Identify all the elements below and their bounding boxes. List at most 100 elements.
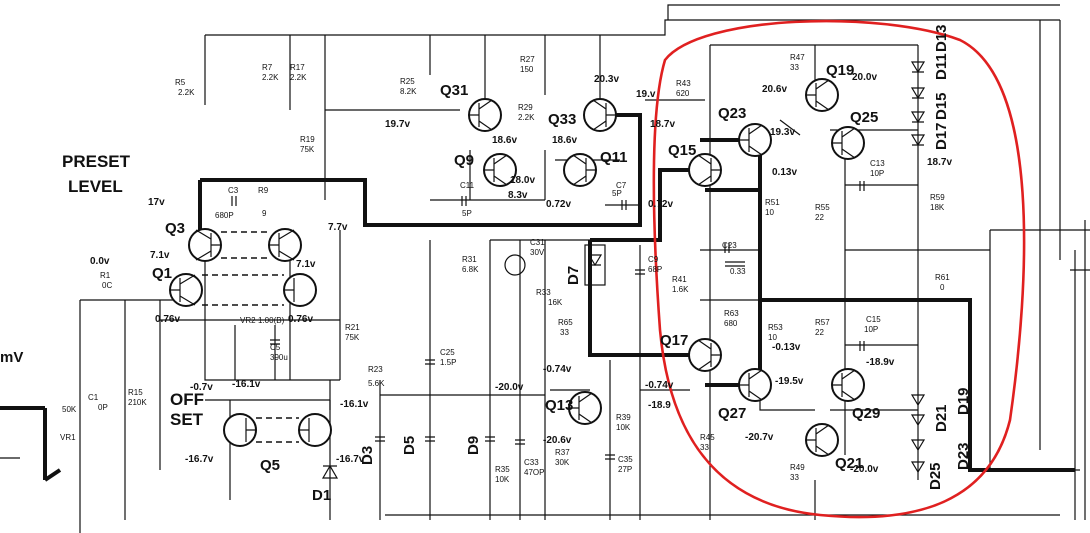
components-vr2v-label: 1.00(B) <box>258 316 285 325</box>
voltages-v161b-label: -16.1v <box>340 399 369 410</box>
components-r55v-label: 22 <box>815 213 824 222</box>
components-c31v-label: 30V <box>530 248 545 257</box>
offset-label-2: SET <box>170 410 204 429</box>
components-r49v-label: 33 <box>790 473 799 482</box>
voltages-v77-label: 7.7v <box>328 222 348 233</box>
transistor-q1 <box>169 273 203 307</box>
components-r59-label: R59 <box>930 193 945 202</box>
voltages-v71-label: 7.1v <box>150 250 170 261</box>
voltages-v076l-label: 0.76v <box>155 314 180 325</box>
components-r45-label: R45 <box>700 433 715 442</box>
voltages-v200b-label: -20.0v <box>495 382 524 393</box>
components-r39-label: R39 <box>616 413 631 422</box>
voltages-v200c-label: -20.0v <box>850 464 879 475</box>
components-c11-label: C11 <box>460 181 475 190</box>
components-r17v-label: 2.2K <box>290 73 307 82</box>
block-labels: PRESET LEVEL OFF SET mV <box>0 152 204 429</box>
components-c25v-label: 1.5P <box>440 358 456 367</box>
voltages-v200t-label: 20.0v <box>852 72 877 83</box>
transistor-q15 <box>688 153 722 187</box>
transistor-q23 <box>738 123 772 157</box>
transistors-q29-label: Q29 <box>852 405 880 422</box>
level-label: LEVEL <box>68 177 123 196</box>
components-c15v-label: 10P <box>864 325 878 334</box>
transistors-q9-label: Q9 <box>454 152 474 169</box>
voltages-v076r-label: 0.76v <box>288 314 313 325</box>
components-r45v-label: 33 <box>700 443 709 452</box>
diodes-d19-label: D19 <box>955 387 972 415</box>
components-r1-label: R1 <box>100 271 111 280</box>
voltages-v189a-label: -18.9 <box>648 400 671 411</box>
transistors-q27-label: Q27 <box>718 405 746 422</box>
components-r37v-label: 30K <box>555 458 570 467</box>
voltages-v167a-label: -16.7v <box>185 454 214 465</box>
transistor-q33 <box>583 98 617 132</box>
components-r29v-label: 2.2K <box>518 113 535 122</box>
voltages-v189b-label: -18.9v <box>866 357 895 368</box>
voltages-v186a-label: 18.6v <box>492 135 517 146</box>
voltages-v197-label: 19.7v <box>385 119 410 130</box>
diode-string-top <box>910 61 926 147</box>
components-r9v-label: 9 <box>262 209 267 218</box>
diodes-d5-label: D5 <box>401 436 418 455</box>
components-r9-label: R9 <box>258 186 269 195</box>
voltages-v206b-label: -20.6v <box>543 435 572 446</box>
voltages-v013b-label: -0.13v <box>772 342 801 353</box>
components-c7-label: C7 <box>616 181 627 190</box>
components-c1v-label: 0P <box>98 403 108 412</box>
diodes-d13-label: D13 <box>933 24 950 52</box>
transistor-q5 <box>223 413 332 447</box>
voltages-v187r-label: 18.7v <box>927 157 952 168</box>
diodes-d23-label: D23 <box>955 442 972 470</box>
diodes-d17-label: D17 <box>933 122 950 150</box>
components-r51-label: R51 <box>765 198 780 207</box>
transistors-q3-label: Q3 <box>165 220 185 237</box>
components-r25v-label: 8.2K <box>400 87 417 96</box>
components-c31-label: C31 <box>530 238 545 247</box>
components-c5-label: C5 <box>270 343 281 352</box>
components-r33v-label: 16K <box>548 298 563 307</box>
voltages-v207-label: -20.7v <box>745 432 774 443</box>
components-vr2-label: VR2 <box>240 316 256 325</box>
transistors-q13-label: Q13 <box>545 397 573 414</box>
components-r27-label: R27 <box>520 55 535 64</box>
transistor-q19 <box>805 78 839 112</box>
components-vr1-label: VR1 <box>60 433 76 442</box>
diodes-d21-label: D21 <box>933 404 950 432</box>
voltages-v203-label: 20.3v <box>594 74 619 85</box>
transistors-q19-label: Q19 <box>826 62 854 79</box>
voltages-v195-label: -19.5v <box>775 376 804 387</box>
components-r63-label: R63 <box>724 309 739 318</box>
components-c35v-label: 27P <box>618 465 632 474</box>
components-r15-label: R15 <box>128 388 143 397</box>
components-r21-label: R21 <box>345 323 360 332</box>
components-r33-label: R33 <box>536 288 551 297</box>
voltages-v07-label: -0.7v <box>190 382 213 393</box>
components-r43v-label: 620 <box>676 89 690 98</box>
components-c35-label: C35 <box>618 455 633 464</box>
components-r47-label: R47 <box>790 53 805 62</box>
components-r63v-label: 680 <box>724 319 738 328</box>
components-r59v-label: 18K <box>930 203 945 212</box>
components-r25-label: R25 <box>400 77 415 86</box>
offset-label-1: OFF <box>170 390 204 409</box>
transistor-q9 <box>483 153 517 187</box>
bold-signal-paths <box>0 113 1075 482</box>
components-r5v-label: 2.2K <box>178 88 195 97</box>
components-r21v-label: 75K <box>345 333 360 342</box>
components-c33v-label: 47OP <box>524 468 544 477</box>
components-r35-label: R35 <box>495 465 510 474</box>
transistors-q1-label: Q1 <box>152 265 172 282</box>
components-r37-label: R37 <box>555 448 570 457</box>
components-r51v-label: 10 <box>765 208 774 217</box>
transistor-labels: Q1 Q3 Q5 Q9 Q11 Q13 Q15 Q17 Q19 Q21 Q23 … <box>152 62 880 474</box>
components-c3-label: C3 <box>228 186 239 195</box>
components-r49-label: R49 <box>790 463 805 472</box>
components-r23v-label: 5.6K <box>368 379 385 388</box>
components-r5-label: R5 <box>175 78 186 87</box>
voltages-v19-label: 19.v <box>636 89 656 100</box>
components-c9-label: C9 <box>648 255 659 264</box>
components-r7-label: R7 <box>262 63 273 72</box>
voltages-v206-label: 20.6v <box>762 84 787 95</box>
components-r31-label: R31 <box>462 255 477 264</box>
